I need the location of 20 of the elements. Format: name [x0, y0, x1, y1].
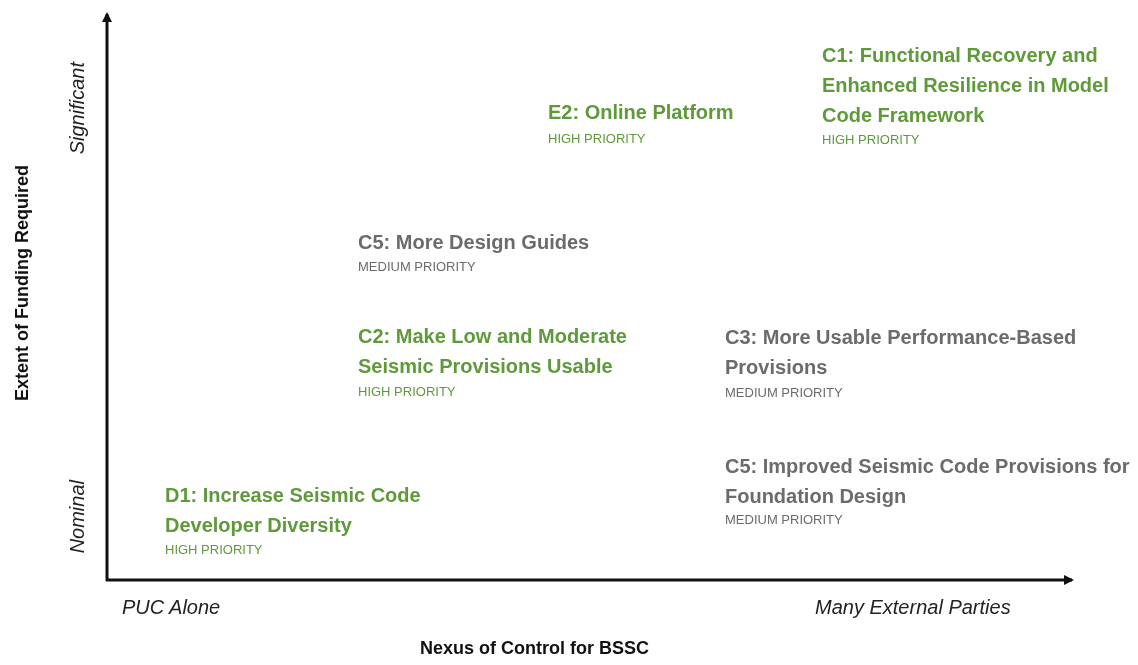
- axis-tick-label: Significant: [66, 62, 89, 155]
- item-title: C3: More Usable Performance-Based Provisions: [725, 325, 1078, 380]
- axis-tick-label: PUC Alone: [122, 596, 221, 619]
- item-title: C5: Improved Seismic Code Provisions for Foundation Design: [725, 454, 1131, 509]
- item-title: D1: Increase Seismic Code Developer Diversity: [165, 483, 422, 538]
- item-title: C5: More Design Guides: [358, 230, 591, 255]
- priority-label: HIGH PRIORITY: [165, 542, 263, 557]
- priority-label: MEDIUM PRIORITY: [725, 385, 843, 400]
- item-title: C2: Make Low and Moderate Seismic Provisions Usable: [358, 324, 628, 379]
- axis-title: Nexus of Control for BSSC: [420, 638, 649, 659]
- priority-label: HIGH PRIORITY: [548, 131, 646, 146]
- priority-label: MEDIUM PRIORITY: [358, 259, 476, 274]
- item-title: C1: Functional Recovery and Enhanced Resilience in Model Code Framework: [822, 43, 1110, 128]
- axis-tick-label: Nominal: [66, 480, 89, 554]
- priority-label: HIGH PRIORITY: [358, 384, 456, 399]
- priority-label: HIGH PRIORITY: [822, 132, 920, 147]
- axis-tick-label: Many External Parties: [815, 596, 1011, 619]
- axis-title: Extent of Funding Required: [12, 165, 33, 401]
- priority-label: MEDIUM PRIORITY: [725, 512, 843, 527]
- item-title: E2: Online Platform: [548, 100, 735, 125]
